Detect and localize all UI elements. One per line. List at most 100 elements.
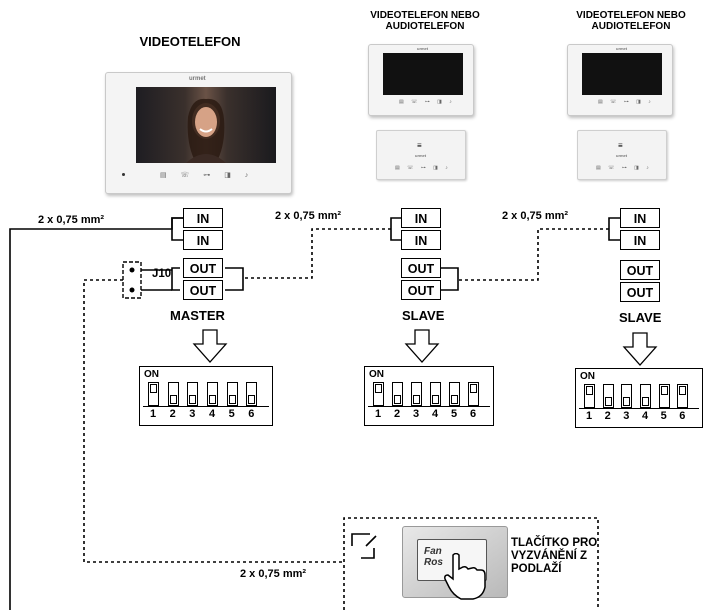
floor-button-label-line2: VYZVÁNĚNÍ Z — [511, 550, 588, 562]
dip-knob-2 — [394, 395, 401, 404]
dip-number-6: 6 — [679, 410, 686, 422]
slave1-device-title: VIDEOTELEFON NEBO AUDIOTELEFON — [350, 10, 500, 32]
dip-switch-2 — [167, 382, 179, 406]
master-out-terminal-2: OUT — [183, 280, 223, 300]
slave2-videophone: urmet ▤ ☏ ⊶ ◨ ♪ — [567, 44, 673, 116]
slave2-device-title: VIDEOTELEFON NEBO AUDIOTELEFON — [556, 10, 704, 32]
dip-switch-6 — [468, 382, 479, 406]
dip-switch-6 — [677, 384, 689, 408]
button-row: ▤ ☏ ⊶ ◨ ♪ — [399, 99, 455, 105]
dip-switch-3 — [187, 382, 199, 406]
nameplate-line1: Fan — [424, 546, 442, 557]
dip-switch-3 — [621, 384, 633, 408]
dip-knob-4 — [209, 395, 216, 404]
dip-knob-5 — [451, 395, 458, 404]
master-out-bracket — [225, 267, 244, 291]
slave1-in-terminal-1: IN — [401, 208, 441, 228]
dip-number-5: 5 — [450, 408, 458, 420]
dip-on-label: ON — [580, 371, 595, 382]
dip-switch-6 — [246, 382, 258, 406]
dip-knob-1 — [586, 386, 593, 395]
video-screen — [582, 53, 662, 95]
dip-switch-4 — [207, 382, 218, 406]
finger-press-icon — [444, 553, 486, 600]
slave2-audiophone: ≡ urmet ▤ ☏ ⊶ ◨ ♪ — [577, 130, 667, 180]
dip-switch-5 — [658, 384, 670, 408]
dip-number-3: 3 — [623, 410, 630, 422]
slave2-role-label: SLAVE — [619, 310, 662, 325]
slave2-out-terminal-1: OUT — [620, 260, 660, 280]
dip-knob-6 — [470, 384, 477, 393]
status-led — [122, 173, 125, 176]
dip-number-5: 5 — [660, 410, 667, 422]
brand-logo: urmet — [616, 46, 628, 51]
master-in-bracket — [171, 217, 183, 241]
slave2-arrow — [622, 332, 658, 366]
dip-underline — [143, 406, 269, 407]
dip-switch-1 — [373, 382, 384, 406]
slave1-audiophone: ≡ urmet ▤ ☏ ⊶ ◨ ♪ — [376, 130, 466, 180]
dip-switch-2 — [392, 382, 403, 406]
video-screen — [383, 53, 463, 95]
dip-switch-2 — [602, 384, 614, 408]
button-row: ▤ ☏ ⊶ ◨ ♪ — [395, 165, 451, 171]
floor-pushbutton: Fan Ros — [402, 526, 508, 600]
slave1-out-bracket — [440, 267, 459, 291]
dip-number-1: 1 — [149, 408, 157, 420]
dip-knob-3 — [623, 397, 631, 406]
dip-number-3: 3 — [412, 408, 420, 420]
master-device-title: VIDEOTELEFON — [139, 34, 241, 49]
slave2-cable — [458, 228, 609, 281]
button-row: ▤ ☏ ⊶ ◨ ♪ — [598, 99, 654, 105]
speaker-icon: ≡ — [618, 141, 623, 150]
dip-switch-4 — [640, 384, 651, 408]
slave2-device-title-line2: AUDIOTELEFON — [591, 21, 671, 32]
dip-number-6: 6 — [469, 408, 477, 420]
master-in-terminal-1: IN — [183, 208, 223, 228]
slave1-role-label: SLAVE — [402, 308, 445, 323]
slave1-arrow — [404, 329, 440, 363]
master-videophone: urmet ▤ ☏ ⊶ ◨ ♪ — [105, 72, 292, 194]
dip-knob-2 — [169, 395, 177, 404]
dip-number-1: 1 — [585, 410, 593, 422]
j10-label: J10 — [152, 268, 172, 280]
slave1-out-terminal-1: OUT — [401, 258, 441, 278]
dip-number-2: 2 — [604, 410, 611, 422]
button-row: ▤ ☏ ⊶ ◨ ♪ — [160, 172, 255, 179]
floor-button-box — [343, 517, 599, 610]
brand-logo: urmet — [189, 76, 206, 82]
floor-button-label: TLAČÍTKO PRO VYZVÁNĚNÍ Z PODLAŽÍ — [511, 537, 597, 576]
slave2-in-terminal-1: IN — [620, 208, 660, 228]
slave1-in-bracket — [390, 217, 401, 241]
floor-cable-label: 2 x 0,75 mm² — [240, 568, 307, 580]
dip-on-label: ON — [369, 369, 384, 380]
dip-number-4: 4 — [208, 408, 216, 420]
slave1-cable — [243, 228, 391, 279]
slave2-cable-label: 2 x 0,75 mm² — [502, 210, 569, 222]
slave1-out-terminal-2: OUT — [401, 280, 441, 300]
master-arrow — [192, 329, 228, 363]
dip-knob-3 — [413, 395, 420, 404]
slave2-out-terminal-2: OUT — [620, 282, 660, 302]
dip-number-2: 2 — [169, 408, 176, 420]
slave1-device-title-line1: VIDEOTELEFON NEBO — [370, 10, 480, 21]
dip-switch-1 — [148, 382, 159, 406]
dip-switch-4 — [430, 382, 441, 406]
slave1-in-terminal-2: IN — [401, 230, 441, 250]
slave1-videophone: urmet ▤ ☏ ⊶ ◨ ♪ — [368, 44, 474, 116]
dip-number-4: 4 — [431, 408, 439, 420]
dip-knob-6 — [679, 386, 687, 395]
video-screen — [136, 87, 276, 163]
slave1-cable-label: 2 x 0,75 mm² — [275, 210, 342, 222]
dip-underline — [368, 406, 490, 407]
dip-underline — [579, 408, 699, 409]
j10-bracket — [171, 267, 180, 291]
brand-logo: urmet — [415, 153, 427, 158]
dip-number-1: 1 — [374, 408, 382, 420]
floor-cable — [83, 279, 344, 563]
master-in-terminal-2: IN — [183, 230, 223, 250]
dip-on-label: ON — [144, 369, 159, 380]
